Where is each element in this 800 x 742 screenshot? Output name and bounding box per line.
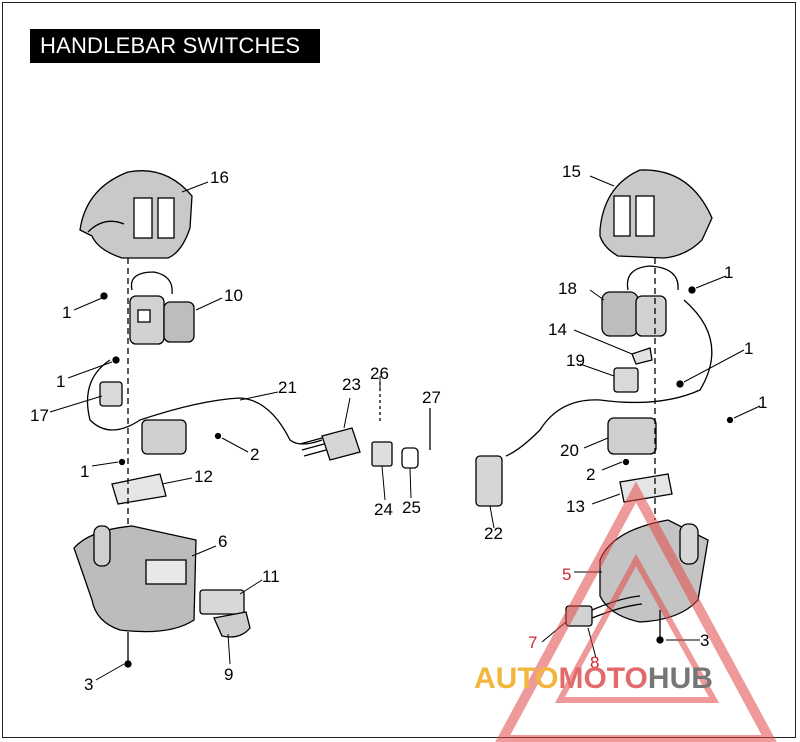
callout-5: 5 xyxy=(562,565,572,584)
callout-1: 1 xyxy=(744,339,754,358)
callout-17: 17 xyxy=(30,406,49,425)
watermark-auto: AUTO xyxy=(474,662,559,695)
callout-21: 21 xyxy=(278,378,297,397)
left-lower-housing xyxy=(73,525,197,633)
callout-1: 1 xyxy=(80,462,90,481)
callout-7: 7 xyxy=(528,633,538,652)
callout-16: 16 xyxy=(210,168,229,187)
callout-1: 1 xyxy=(724,263,734,282)
left-boot-9 xyxy=(213,611,251,638)
right-part-14 xyxy=(631,347,653,365)
callout-11: 11 xyxy=(262,567,280,586)
callout-1: 1 xyxy=(758,393,768,412)
callout-10: 10 xyxy=(224,286,243,305)
watermark-hub: HUB xyxy=(647,662,713,695)
left-connector-11 xyxy=(199,589,245,615)
left-switch-body xyxy=(141,419,187,455)
left-upper-housing xyxy=(79,170,193,259)
right-switch-block xyxy=(601,265,679,337)
right-lower-housing xyxy=(599,519,709,623)
left-harness-wire xyxy=(86,359,323,445)
callout-3: 3 xyxy=(700,631,710,650)
connector-22 xyxy=(475,455,503,507)
left-bracket xyxy=(111,473,167,505)
right-harness-wire xyxy=(505,299,713,457)
callout-1: 1 xyxy=(62,303,72,322)
callout-3: 3 xyxy=(84,675,94,694)
gasket-25 xyxy=(401,447,419,469)
callout-23: 23 xyxy=(342,375,361,394)
callout-2: 2 xyxy=(250,445,260,464)
callout-2: 2 xyxy=(586,465,596,484)
watermark-text: AUTOMOTOHUB xyxy=(474,662,713,696)
left-small-switch xyxy=(99,381,123,407)
callout-20: 20 xyxy=(560,441,579,460)
callout-18: 18 xyxy=(558,279,577,298)
callout-22: 22 xyxy=(484,524,503,543)
callout-19: 19 xyxy=(566,351,585,370)
callout-12: 12 xyxy=(194,467,213,486)
callout-26: 26 xyxy=(370,364,389,383)
connector-23 xyxy=(299,427,361,461)
callout-24: 24 xyxy=(374,500,393,519)
right-small-switch xyxy=(613,367,639,393)
watermark-moto: MOTO xyxy=(558,662,648,695)
left-switch-block xyxy=(129,271,195,345)
callout-25: 25 xyxy=(402,498,421,517)
callout-15: 15 xyxy=(562,162,581,181)
right-upper-housing xyxy=(599,169,713,259)
watermark-logo xyxy=(495,481,777,742)
callout-6: 6 xyxy=(218,532,228,551)
seal-24 xyxy=(371,441,393,467)
callout-14: 14 xyxy=(548,320,567,339)
right-switch-body xyxy=(607,417,657,455)
callout-27: 27 xyxy=(422,388,441,407)
page-title: HANDLEBAR SWITCHES xyxy=(30,29,320,63)
callout-9: 9 xyxy=(224,665,234,684)
callout-1: 1 xyxy=(56,372,66,391)
callout-8: 8 xyxy=(590,653,600,672)
callout-13: 13 xyxy=(566,497,585,516)
